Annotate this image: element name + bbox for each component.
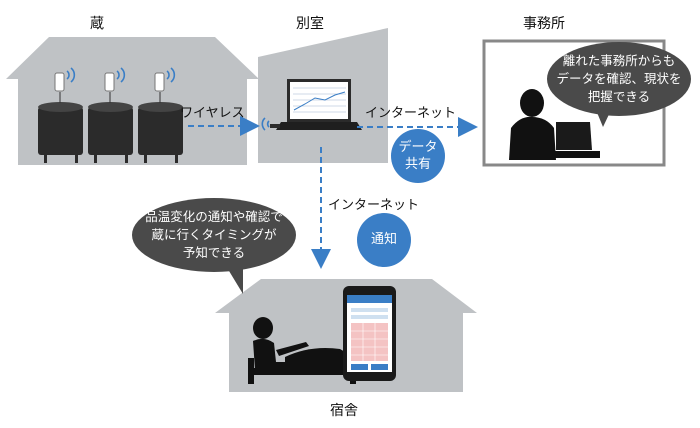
notify-badge xyxy=(357,213,411,267)
shukusha-building xyxy=(215,279,477,392)
internet-right-label: インターネット xyxy=(365,106,457,121)
jimusho-label: 事務所 xyxy=(523,16,565,32)
wireless-label: ワイヤレス xyxy=(180,106,245,121)
smartphone-icon xyxy=(343,286,396,381)
wifi-icon xyxy=(261,117,270,131)
bessitsu-building xyxy=(258,28,388,163)
tank-1 xyxy=(38,72,83,163)
notify-badge-text: 通知 xyxy=(370,232,397,247)
data-share-badge xyxy=(391,129,445,183)
laptop-icon xyxy=(270,79,362,130)
person-at-desk-icon xyxy=(509,89,600,160)
sake-tanks xyxy=(38,72,183,163)
kura-building xyxy=(6,37,259,165)
kura-label: 蔵 xyxy=(90,16,104,32)
bessitsu-label: 別室 xyxy=(296,16,324,32)
office-speech-bubble xyxy=(547,42,691,127)
tank-3 xyxy=(138,72,183,163)
office-bubble-text: 離れた事務所からも データを確認、現状を 把握できる xyxy=(556,53,682,104)
dorm-bubble-text: 品温変化の通知や確認で 蔵に行くタイミングが 予知できる xyxy=(145,209,283,260)
data-share-badge-text: データ 共有 xyxy=(398,140,438,172)
shukusha-label: 宿舎 xyxy=(330,403,358,419)
tank-2 xyxy=(88,72,133,163)
internet-down-label: インターネット xyxy=(328,198,420,213)
dorm-speech-bubble xyxy=(132,198,296,294)
wifi-icon xyxy=(66,67,176,83)
